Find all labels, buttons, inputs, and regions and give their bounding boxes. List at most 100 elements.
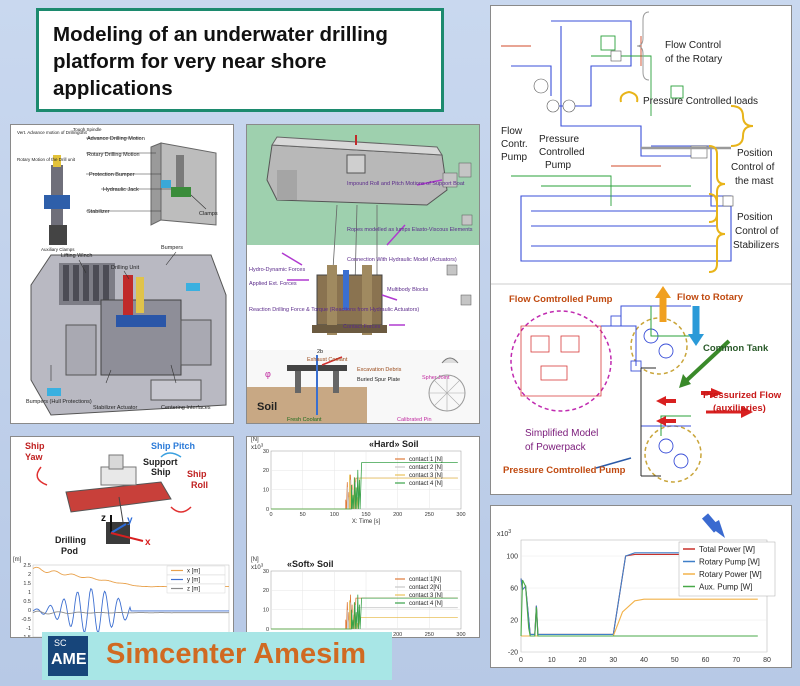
chart-ship-ytick: 1	[28, 590, 31, 596]
hard-chart-xtick: 300	[456, 512, 465, 518]
hard-chart-xtick: 250	[425, 512, 434, 518]
legend-label: contact 1 [N]	[409, 457, 443, 463]
chart-soft-soil: «Soft» Soil[N]x1033020100050100150200250…	[251, 557, 466, 638]
label-phi: φ	[265, 369, 271, 379]
chart-ship-ytick: 2	[28, 572, 31, 578]
label-axis-z: z	[101, 513, 106, 524]
label-pressure-loads: Pressure Controlled loads	[643, 96, 758, 107]
chart-power-xtick: 80	[763, 657, 771, 664]
series-line	[271, 462, 458, 510]
label-clamps: Clamps	[199, 211, 218, 217]
label-connection: Connection With Hydraulic Model (Actuato…	[347, 257, 457, 263]
label-drilling-2: Pod	[61, 546, 78, 556]
legend-label: y [m]	[187, 578, 200, 584]
legend-label: contact 4 [N]	[409, 601, 443, 607]
logo-ame: AME	[51, 651, 87, 668]
label-pressure-controlled: Pressure Comtrolled Pump	[503, 465, 626, 476]
label-stabilizer-actuator: Stabilizer Actuator	[93, 405, 137, 411]
chart-power-ytick: 20	[510, 618, 518, 625]
platform-drawing: Vert. Advance motion of Drillingunit Rot…	[17, 127, 227, 416]
label-vert-motion: Vert. Advance motion of Drillingunit	[17, 130, 88, 135]
label-axis-y: y	[127, 515, 133, 526]
label-reaction: Reaction Drilling Force & Torque (Reacti…	[249, 307, 419, 313]
label-rot-drilling: Rotary Drilling Motion	[87, 152, 140, 158]
chart-power-xtick: 60	[702, 657, 710, 664]
label-buried: Buried Spur Plate	[357, 377, 400, 383]
soft-chart-ytick: 0	[266, 627, 269, 633]
legend-label: Aux. Pump [W]	[699, 583, 752, 592]
panel-platform: Vert. Advance motion of Drillingunit Rot…	[10, 124, 234, 424]
legend-label: z [m]	[187, 587, 200, 593]
panel-ship: Ship Yaw Ship Pitch Ship Roll Drilling P…	[10, 436, 234, 638]
label-lifting-winch: Lifting Winch	[61, 253, 93, 259]
chart-power-xtick: 30	[609, 657, 617, 664]
hard-chart-ytick: 20	[263, 468, 269, 474]
label-ship-roll-1: Ship	[187, 469, 207, 479]
soft-chart-xtick: 250	[425, 632, 434, 638]
label-pressurized: Pressurized Flow(auxiliaries)	[703, 390, 782, 414]
legend-box	[166, 583, 226, 594]
soft-chart-exponent: x103	[251, 562, 264, 571]
amesim-logo-icon: SC AME	[48, 636, 88, 676]
hard-chart-xtick: 150	[361, 512, 370, 518]
legend-label: x [m]	[187, 569, 200, 575]
label-ropes: Ropes modelled as lumps Elasto-Viscous E…	[347, 227, 473, 233]
chart-ship-motion: [m] 2.521.510.50-0.5-1-1.5 x [m]y [m]z […	[13, 557, 230, 637]
label-axis-x: x	[145, 537, 151, 548]
soft-chart-xtick: 300	[456, 632, 465, 638]
legend-label: contact 3 [N]	[409, 473, 443, 479]
panel-forces: Impound Roll and Pitch Motions of Suppor…	[246, 124, 480, 424]
chart-power-xtick: 50	[671, 657, 679, 664]
label-bumpers-hull: Bumpers (Hull Protections)	[26, 399, 92, 405]
chart-ylabel: [N]	[251, 437, 259, 443]
chart-power-xtick: 40	[640, 657, 648, 664]
label-common-tank: Common Tank	[703, 343, 769, 354]
soft-chart-ytick: 30	[263, 569, 269, 575]
legend-label: Rotary Power [W]	[699, 570, 762, 579]
series-line	[520, 579, 758, 637]
label-applied: Applied Ext. Forces	[249, 281, 297, 287]
hard-chart-xtick: 200	[393, 512, 402, 518]
brand-bar: SC AME Simcenter Amesim	[42, 632, 392, 680]
legend-label: contact 2[N]	[409, 585, 441, 591]
label-hydro: Hydro-Dynamic Forces	[249, 267, 305, 273]
label-ship-yaw-2: Yaw	[25, 452, 44, 462]
label-fresh: Fresh Coolant	[287, 417, 322, 423]
series-line	[32, 610, 229, 615]
label-ship-pitch: Ship Pitch	[151, 441, 195, 451]
label-flow-to-rotary: Flow to Rotary	[677, 292, 744, 303]
chart-power-ytick: 100	[506, 554, 518, 561]
chart-xlabel: X: Time [s]	[352, 519, 381, 525]
chart-power-xtick: 20	[579, 657, 587, 664]
label-stabilizer: Stabilizer	[87, 209, 110, 215]
hard-chart-ytick: 0	[266, 507, 269, 513]
label-bumpers: Bumpers	[161, 245, 183, 251]
soft-chart-ytick: 10	[263, 608, 269, 614]
soft-chart-ytick: 20	[263, 588, 269, 594]
legend-label: contact 4 [N]	[409, 481, 443, 487]
label-centering: Centering Interfaces	[161, 405, 211, 411]
page-title: Modeling of an underwater drilling platf…	[53, 23, 388, 100]
label-contact: Contact Forces	[343, 324, 381, 330]
chart-power-xtick: 10	[548, 657, 556, 664]
chart-power-xtick: 0	[519, 657, 523, 664]
hard-chart-ytick: 10	[263, 488, 269, 494]
chart-power-exponent: x103	[497, 529, 511, 538]
label-spher: Spher.Joint	[422, 375, 450, 381]
legend-label: contact 3 [N]	[409, 593, 443, 599]
label-adv-drilling: Advance Drilling Motion	[87, 136, 145, 142]
label-aux-clamps: Auxiliary Clamps	[41, 247, 75, 252]
chart-ship-ytick: 0.5	[23, 599, 31, 605]
label-calibrated: Calibrated Pin	[397, 417, 432, 423]
chart-ship-ylabel: [m]	[13, 557, 22, 563]
chart-power-xtick: 70	[732, 657, 740, 664]
